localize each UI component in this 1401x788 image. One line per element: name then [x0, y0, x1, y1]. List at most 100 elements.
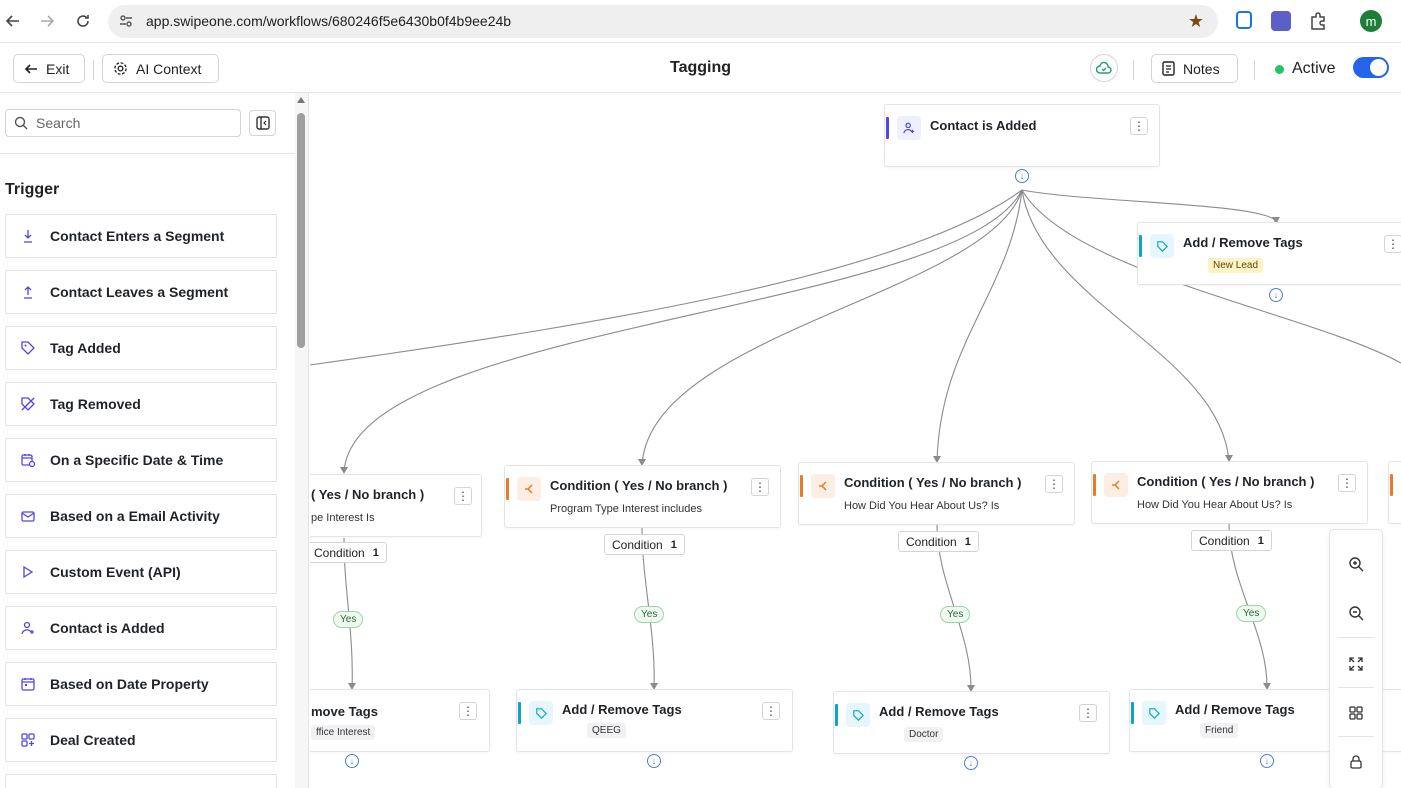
node-title: Condition ( Yes / No branch ) — [550, 478, 728, 493]
tag-off-icon — [20, 396, 36, 412]
divider — [1254, 60, 1255, 80]
action-node[interactable]: Add / Remove Tags New Lead ⋮ — [1137, 222, 1401, 285]
extensions-puzzle-icon[interactable] — [1308, 11, 1328, 31]
trigger-node[interactable]: Contact is Added ⋮ — [884, 104, 1160, 167]
search-icon — [14, 116, 28, 135]
reload-icon[interactable] — [72, 10, 94, 32]
tag-icon — [20, 340, 36, 356]
search-box — [5, 109, 241, 137]
edge — [1021, 189, 1277, 223]
trigger-item-email-activity[interactable]: Based on a Email Activity — [5, 494, 277, 538]
exit-button[interactable]: Exit — [13, 54, 85, 83]
node-accent-bar — [800, 475, 803, 497]
divider — [1338, 637, 1374, 638]
condition-node[interactable]: Condition ( Yes / No branch ) How Did Yo… — [1091, 461, 1368, 524]
trigger-item-label: Deal Created — [50, 732, 136, 748]
add-step-icon[interactable]: ↓ — [1015, 169, 1029, 183]
zoom-in-icon[interactable] — [1338, 545, 1374, 583]
condition-label: Condition — [1199, 533, 1250, 548]
node-title: Contact is Added — [930, 118, 1037, 133]
active-toggle[interactable] — [1353, 57, 1389, 78]
node-accent-bar — [835, 704, 838, 726]
gear-icon — [114, 62, 127, 75]
trigger-item-partial[interactable] — [5, 774, 277, 788]
zoom-out-icon[interactable] — [1338, 594, 1374, 632]
divider — [1338, 687, 1374, 688]
node-menu-icon[interactable]: ⋮ — [1079, 704, 1097, 722]
condition-label: Condition — [314, 545, 365, 560]
add-step-icon[interactable]: ↓ — [964, 756, 978, 770]
back-icon[interactable] — [2, 10, 24, 32]
node-menu-icon[interactable]: ⋮ — [459, 702, 477, 720]
condition-count: 1 — [1257, 534, 1264, 547]
trigger-item-contact-enters-segment[interactable]: Contact Enters a Segment — [5, 214, 277, 258]
condition-count-pill[interactable]: Condition 1 — [898, 531, 979, 552]
action-node[interactable]: Add / Remove Tags Doctor ⋮ — [833, 691, 1110, 754]
lock-icon[interactable] — [1338, 743, 1374, 781]
condition-count-pill[interactable]: Condition 1 — [1191, 530, 1272, 551]
fit-view-icon[interactable] — [1338, 645, 1374, 683]
node-menu-icon[interactable]: ⋮ — [762, 702, 780, 720]
play-icon — [20, 564, 36, 580]
condition-node-partial[interactable] — [1388, 461, 1401, 524]
trigger-item-contact-leaves-segment[interactable]: Contact Leaves a Segment — [5, 270, 277, 314]
search-input[interactable] — [36, 115, 231, 131]
branch-icon — [517, 477, 541, 501]
add-step-icon[interactable]: ↓ — [1260, 754, 1274, 768]
site-settings-icon[interactable] — [118, 13, 134, 34]
condition-node[interactable]: Condition ( Yes / No branch ) How Did Yo… — [798, 462, 1075, 525]
node-title: Condition ( Yes / No branch ) — [844, 475, 1022, 490]
condition-node[interactable]: Condition ( Yes / No branch ) Program Ty… — [504, 465, 781, 528]
scroll-up-arrow-icon[interactable] — [297, 97, 305, 103]
notes-label: Notes — [1183, 60, 1220, 77]
edge — [1021, 189, 1401, 364]
browser-toolbar: app.swipeone.com/workflows/680246f5e6430… — [0, 0, 1401, 43]
node-menu-icon[interactable]: ⋮ — [751, 478, 769, 496]
condition-count-pill[interactable]: Condition 1 — [604, 534, 685, 555]
notes-button[interactable]: Notes — [1151, 54, 1238, 83]
condition-count: 1 — [964, 535, 971, 548]
node-menu-icon[interactable]: ⋮ — [1045, 475, 1063, 493]
workflow-edges — [310, 189, 1401, 692]
trigger-item-tag-added[interactable]: Tag Added — [5, 326, 277, 370]
condition-count: 1 — [372, 546, 379, 559]
node-menu-icon[interactable]: ⋮ — [454, 487, 472, 505]
trigger-item-label: Contact Enters a Segment — [50, 228, 225, 244]
notes-icon — [1162, 61, 1175, 76]
node-accent-bar — [506, 478, 509, 500]
sidebar-scroll-thumb[interactable] — [297, 113, 305, 348]
add-step-icon[interactable]: ↓ — [345, 754, 359, 768]
node-accent-bar — [1131, 702, 1134, 724]
action-node[interactable]: move Tags ffice Interest ⋮ — [310, 689, 490, 752]
node-menu-icon[interactable]: ⋮ — [1130, 117, 1148, 135]
trigger-item-contact-added[interactable]: Contact is Added — [5, 606, 277, 650]
trigger-item-custom-event[interactable]: Custom Event (API) — [5, 550, 277, 594]
forward-icon[interactable] — [36, 10, 58, 32]
cloud-sync-icon[interactable] — [1090, 54, 1118, 82]
extension-gear-icon[interactable] — [1271, 11, 1291, 31]
add-step-icon[interactable]: ↓ — [1269, 288, 1283, 302]
node-menu-icon[interactable]: ⋮ — [1384, 235, 1401, 253]
condition-count: 1 — [670, 538, 677, 551]
node-menu-icon[interactable]: ⋮ — [1338, 474, 1356, 492]
tag-badge: QEEG — [587, 723, 626, 738]
condition-count-pill[interactable]: Condition 1 — [310, 542, 387, 563]
yes-branch-label: Yes — [940, 606, 971, 623]
address-bar[interactable]: app.swipeone.com/workflows/680246f5e6430… — [108, 5, 1218, 38]
trigger-item-specific-date-time[interactable]: On a Specific Date & Time — [5, 438, 277, 482]
node-title: ( Yes / No branch ) — [311, 487, 425, 502]
edge — [310, 189, 1023, 366]
action-node[interactable]: Add / Remove Tags QEEG ⋮ — [516, 689, 793, 752]
ai-context-button[interactable]: AI Context — [102, 54, 219, 83]
trigger-item-tag-removed[interactable]: Tag Removed — [5, 382, 277, 426]
trigger-item-deal-created[interactable]: Deal Created — [5, 718, 277, 762]
layout-grid-icon[interactable] — [1338, 694, 1374, 732]
workflow-canvas[interactable]: Contact is Added ⋮ ↓ Add / Remove Tags N… — [310, 93, 1401, 788]
trigger-item-date-property[interactable]: Based on Date Property — [5, 662, 277, 706]
condition-node[interactable]: ( Yes / No branch ) pe Interest Is ⋮ — [310, 474, 482, 537]
collapse-sidebar-icon[interactable] — [249, 110, 276, 136]
profile-avatar[interactable]: m — [1360, 10, 1382, 32]
add-step-icon[interactable]: ↓ — [647, 754, 661, 768]
extension-doc-icon[interactable] — [1236, 11, 1252, 29]
bookmark-star-icon[interactable]: ★ — [1187, 11, 1204, 31]
